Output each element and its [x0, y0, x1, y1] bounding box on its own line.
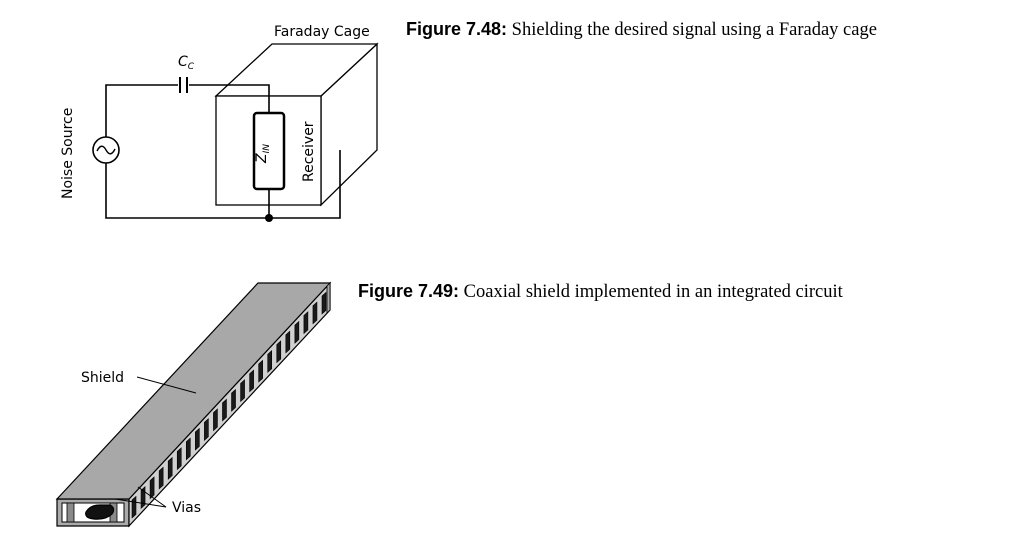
figure-7-49-caption-text: Coaxial shield implemented in an integra… — [463, 282, 843, 302]
shield-label: Shield — [81, 370, 124, 386]
via-opening — [149, 476, 155, 500]
vias-leader-line-2 — [137, 486, 167, 508]
via-opening — [176, 447, 182, 471]
via-opening — [312, 301, 318, 325]
noise-source-label: Noise Source — [60, 108, 76, 199]
coaxial-annotations — [114, 376, 197, 508]
via-opening — [321, 291, 327, 315]
capacitor-label: CC — [178, 54, 195, 72]
via-opening — [240, 379, 245, 403]
faraday-cage-label: Faraday Cage — [274, 24, 370, 40]
via-opening — [231, 388, 236, 412]
via-opening — [185, 437, 191, 461]
faraday-cage-box — [214, 42, 379, 207]
via-opening — [267, 350, 273, 373]
coaxial-shield-figure — [55, 281, 332, 528]
figure-7-49-caption: Figure 7.49: Coaxial shield implemented … — [358, 281, 843, 303]
figure-7-48-number: Figure 7.48: — [406, 19, 508, 39]
via-opening — [285, 330, 291, 354]
via-opening — [195, 427, 200, 451]
signal-conductor — [85, 504, 115, 520]
figure-7-49-number: Figure 7.49: — [358, 281, 460, 301]
via-opening — [204, 418, 209, 441]
shield-leader-line — [136, 376, 197, 394]
via-opening — [303, 311, 309, 335]
via-opening — [167, 456, 173, 480]
coupling-capacitor — [179, 77, 188, 93]
noise-source-symbol — [92, 136, 120, 164]
circuit-wires — [105, 84, 341, 219]
receiver-label: Receiver — [301, 121, 317, 182]
vias-leader-line-1 — [114, 498, 167, 508]
faraday-cage-figure: CC Noise Source ZIN Receiver Faraday Cag… — [60, 24, 379, 222]
ground-node-dot — [265, 214, 273, 222]
figure-7-48-caption: Figure 7.48: Shielding the desired signa… — [406, 19, 877, 41]
via-opening — [131, 495, 137, 519]
figure-7-48-caption-text: Shielding the desired signal using a Far… — [511, 20, 877, 40]
via-opening — [222, 398, 227, 422]
zin-resistor — [252, 111, 286, 191]
via-opening — [158, 466, 164, 490]
via-opening — [294, 320, 300, 344]
via-opening — [276, 340, 282, 364]
via-opening — [213, 408, 218, 432]
shield-top-face — [55, 282, 332, 500]
via-opening — [258, 359, 263, 383]
zin-label: ZIN — [254, 144, 272, 164]
vias-label: Vias — [172, 500, 201, 516]
via-opening — [249, 369, 254, 393]
